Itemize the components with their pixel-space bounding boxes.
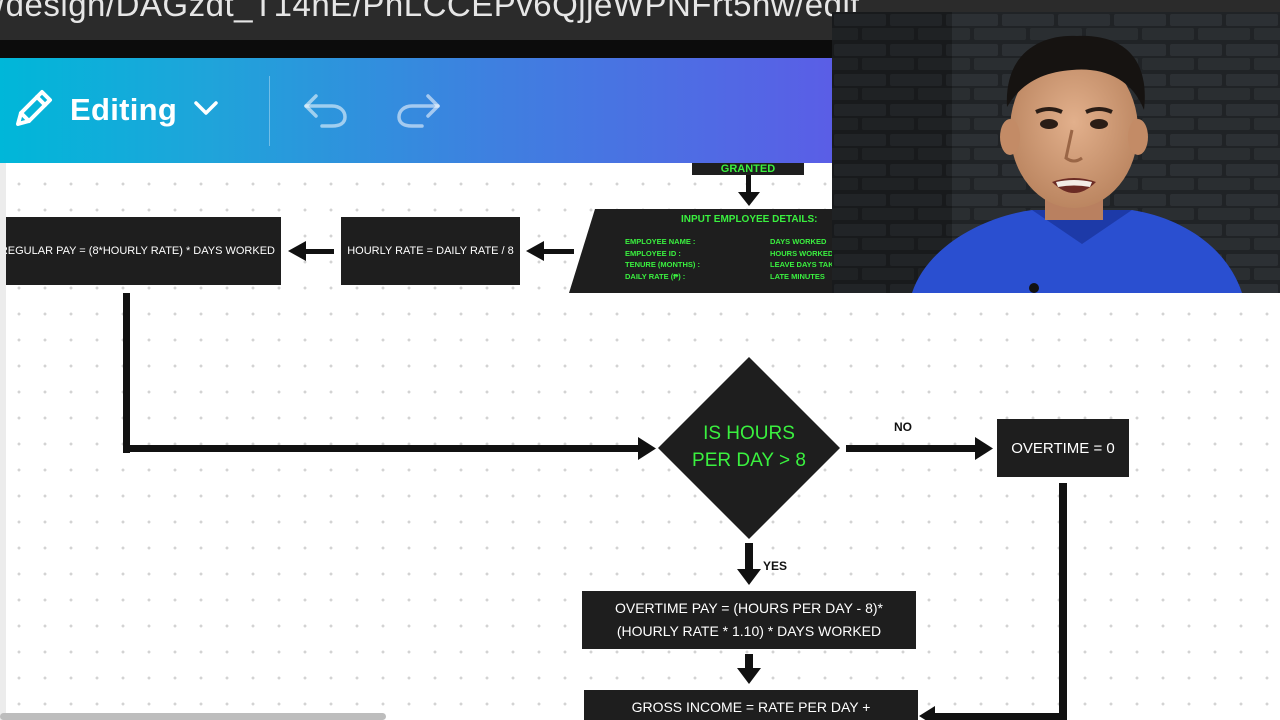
flow-line-yes [745, 543, 753, 571]
decision-text: IS HOURS PER DAY > 8 [668, 420, 830, 474]
chevron-down-icon [191, 93, 221, 128]
flow-line-regular-right [123, 445, 641, 452]
arrow-head-left [919, 706, 935, 720]
editing-mode-label: Editing [70, 92, 178, 127]
url-text: /design/DAGzdt_T14hE/PhLCCEPv6QjjeWPNFrt… [0, 0, 861, 23]
input-right-fields: DAYS WORKED HOURS WORKED LEAVE DAYS TAKE… [770, 236, 832, 282]
overtime-pay-box[interactable]: OVERTIME PAY = (HOURS PER DAY - 8)* (HOU… [582, 591, 916, 649]
editor-header: Editing [0, 58, 832, 163]
field-days-worked: DAYS WORKED [770, 237, 827, 246]
field-daily-rate: DAILY RATE (₱) : [625, 271, 686, 281]
overtime-zero-box[interactable]: OVERTIME = 0 [997, 419, 1129, 477]
hourly-rate-text: HOURLY RATE = DAILY RATE / 8 [347, 245, 514, 257]
presenter-video-icon [832, 12, 1280, 293]
regular-pay-text: REGULAR PAY = (8*HOURLY RATE) * DAYS WOR… [6, 245, 275, 257]
no-label: NO [894, 420, 912, 434]
arrow-head-down [737, 569, 761, 585]
horizontal-scrollbar[interactable] [0, 713, 386, 720]
overtime-pay-line-2: (HOURLY RATE * 1.10) * DAYS WORKED [616, 623, 882, 639]
flow-line-granted-input [746, 175, 751, 195]
regular-pay-box[interactable]: REGULAR PAY = (8*HOURLY RATE) * DAYS WOR… [6, 217, 281, 285]
input-employee-details-shape[interactable] [569, 209, 833, 293]
editing-mode-button[interactable]: Editing [12, 88, 221, 132]
hourly-rate-box[interactable]: HOURLY RATE = DAILY RATE / 8 [341, 217, 520, 285]
decision-diamond[interactable] [658, 357, 840, 539]
redo-button[interactable] [392, 88, 444, 132]
arrow-head-left [288, 241, 306, 261]
decision-line-1: IS HOURS [703, 423, 795, 444]
input-title: INPUT EMPLOYEE DETAILS: [681, 214, 818, 225]
granted-box[interactable]: GRANTED [692, 163, 804, 175]
flow-line-regular-down [123, 293, 130, 453]
arrow-head-right [975, 437, 993, 460]
field-late-minutes: LATE MINUTES [770, 271, 825, 281]
field-tenure: TENURE (MONTHS) : [625, 260, 700, 269]
yes-label: YES [763, 559, 788, 573]
pencil-icon [12, 86, 56, 135]
header-divider [269, 76, 270, 146]
canvas-left-edge [0, 163, 6, 720]
undo-button[interactable] [300, 88, 352, 132]
undo-icon [300, 94, 352, 136]
arrow-head-right [638, 437, 656, 460]
field-employee-name: EMPLOYEE NAME : [625, 237, 696, 246]
flow-line-overtime-gross [745, 654, 753, 672]
arrow-head-left [526, 241, 544, 261]
overtime-pay-line-1: OVERTIME PAY = (HOURS PER DAY - 8)* [614, 600, 883, 616]
redo-icon [392, 94, 444, 136]
gross-income-text: GROSS INCOME = RATE PER DAY + [631, 699, 871, 715]
overtime-zero-text: OVERTIME = 0 [1011, 439, 1115, 457]
presenter-webcam [832, 12, 1280, 293]
arrow-head-down [737, 668, 761, 684]
decision-line-2: PER DAY > 8 [692, 450, 806, 471]
flow-line-overtime-zero-down [1059, 483, 1067, 720]
granted-label: GRANTED [720, 163, 776, 175]
field-employee-id: EMPLOYEE ID : [625, 248, 681, 258]
flow-line-no [846, 445, 978, 452]
arrow-head-down [738, 192, 760, 206]
field-hours-worked: HOURS WORKED [770, 248, 832, 258]
flow-line-hourly-regular [302, 249, 334, 254]
flow-line-overtime-zero-left [930, 713, 1067, 720]
input-left-fields: EMPLOYEE NAME : EMPLOYEE ID : TENURE (MO… [625, 236, 700, 282]
field-leave-days: LEAVE DAYS TAKEN [770, 260, 832, 269]
flow-line-input-hourly [540, 249, 574, 254]
gross-income-box[interactable]: GROSS INCOME = RATE PER DAY + [584, 690, 918, 720]
